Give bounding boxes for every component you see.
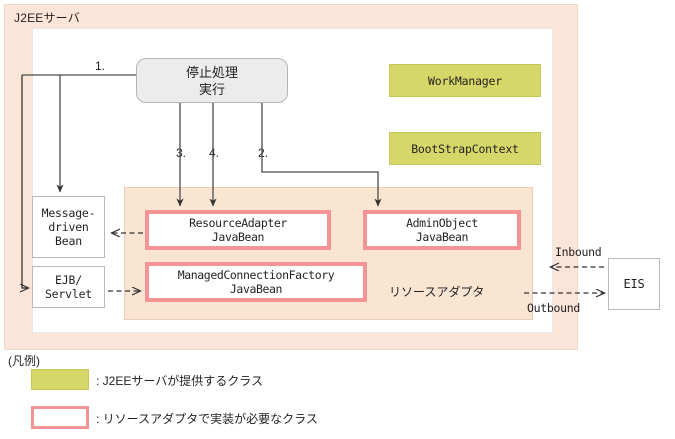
outbound-label: Outbound — [527, 301, 580, 315]
stop-process-line2: 実行 — [198, 81, 225, 97]
mcf-javabean-line2: JavaBean — [229, 282, 283, 296]
step-3-label: 3. — [176, 146, 187, 160]
j2ee-server-title: J2EEサーバ — [14, 11, 80, 25]
work-manager-box: WorkManager — [389, 64, 541, 97]
work-manager-label: WorkManager — [428, 73, 502, 88]
message-driven-bean-box: Message- driven Bean — [32, 196, 105, 258]
ejb-servlet-line2: Servlet — [44, 287, 93, 301]
bootstrap-context-box: BootStrapContext — [389, 132, 541, 165]
mdb-line1: Message- — [41, 206, 96, 220]
stop-process-box: 停止処理 実行 — [136, 58, 288, 103]
step-2-label: 2. — [258, 146, 269, 160]
managed-connection-factory-javabean-box: ManagedConnectionFactory JavaBean — [145, 262, 367, 302]
eis-label: EIS — [623, 277, 645, 291]
eis-box: EIS — [608, 258, 660, 310]
resource-adapter-javabean-line1: ResourceAdapter — [189, 216, 287, 230]
step-1-label: 1. — [95, 59, 106, 73]
admin-object-javabean-box: AdminObject JavaBean — [363, 210, 521, 250]
legend-swatch-adapter-implemented-class — [31, 406, 89, 429]
ejb-servlet-box: EJB/ Servlet — [32, 266, 105, 308]
mcf-javabean-line1: ManagedConnectionFactory — [177, 268, 335, 282]
legend-title: (凡例) — [8, 354, 40, 368]
mdb-line2: driven — [48, 220, 89, 234]
legend-text-server-provided-class: : J2EEサーバが提供するクラス — [96, 374, 263, 388]
admin-object-javabean-line2: JavaBean — [415, 230, 469, 244]
resource-adapter-caption: リソースアダプタ — [389, 285, 485, 299]
mdb-line3: Bean — [55, 234, 82, 248]
step-4-label: 4. — [209, 146, 220, 160]
resource-adapter-javabean-line2: JavaBean — [211, 230, 265, 244]
admin-object-javabean-line1: AdminObject — [406, 216, 478, 230]
bootstrap-context-label: BootStrapContext — [411, 141, 519, 156]
resource-adapter-javabean-box: ResourceAdapter JavaBean — [145, 210, 331, 250]
legend-text-adapter-implemented-class: : リソースアダプタで実装が必要なクラス — [96, 412, 318, 426]
stop-process-line1: 停止処理 — [185, 64, 238, 80]
ejb-servlet-line1: EJB/ — [55, 273, 82, 287]
inbound-label: Inbound — [555, 245, 602, 259]
legend-swatch-server-provided-class — [31, 369, 89, 390]
